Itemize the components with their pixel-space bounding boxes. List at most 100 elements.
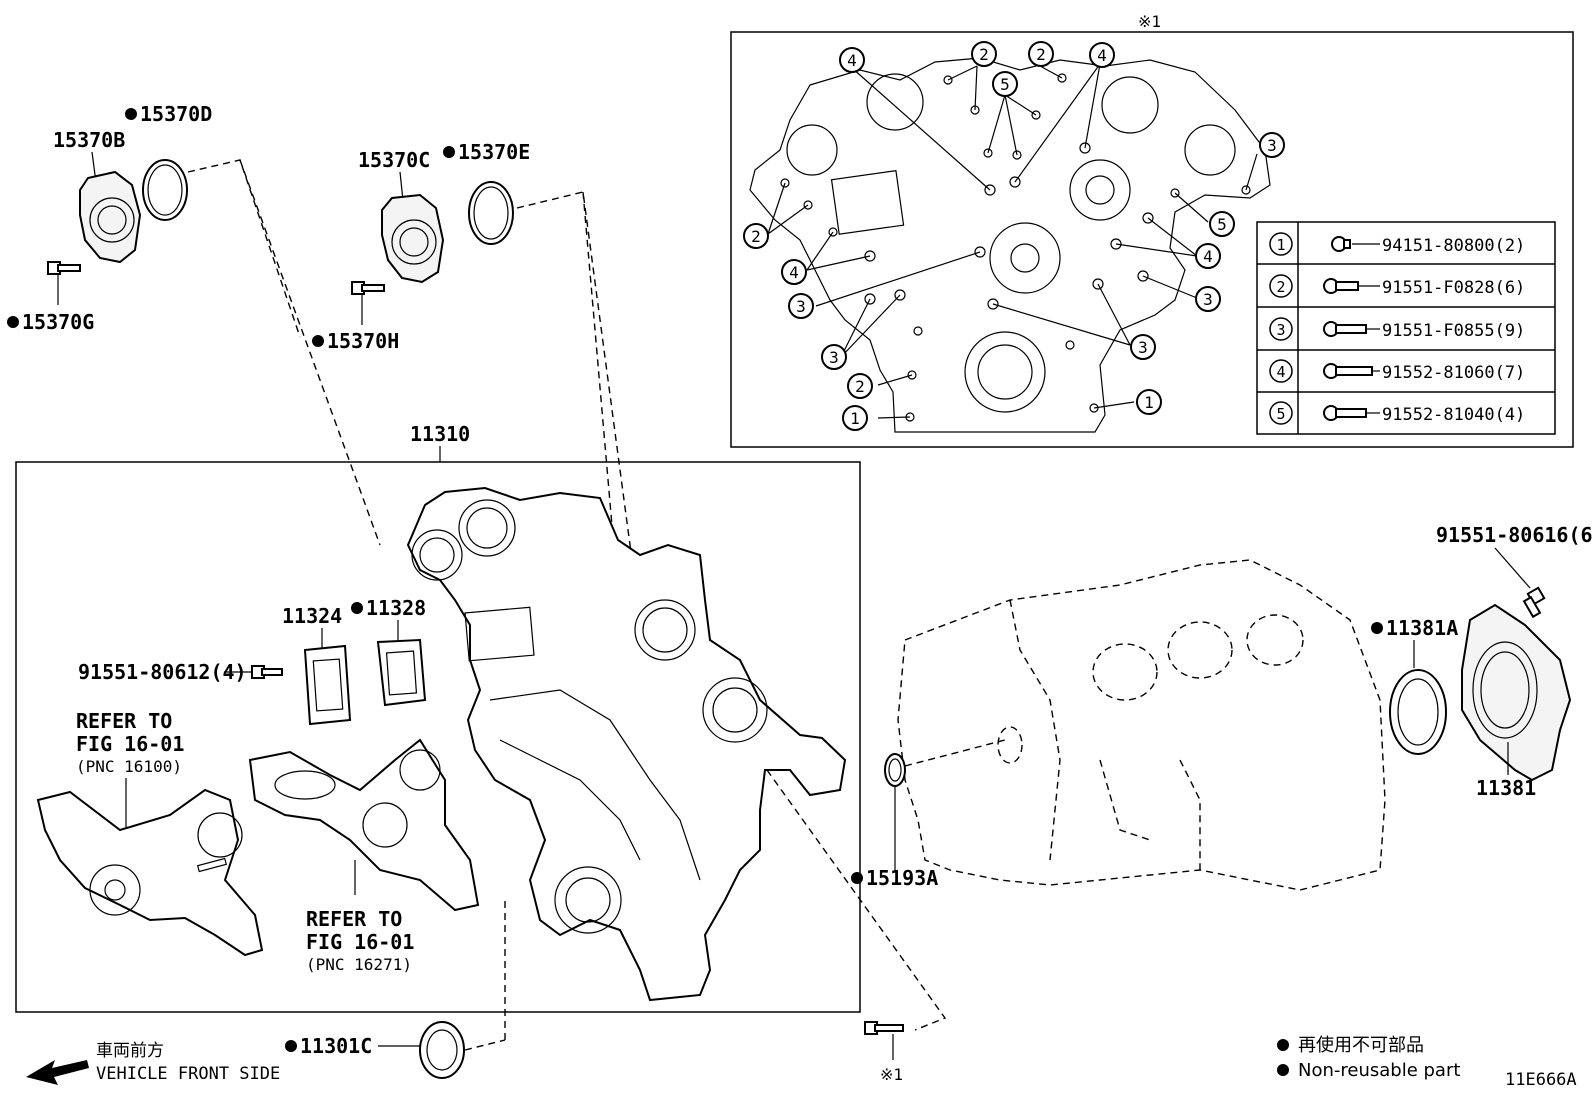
bolt-table-row: 3 91551-F0855(9) <box>1269 317 1525 341</box>
timing-cover-assembly-11310: 11310 11324 11328 91551-80612(4) <box>15 422 947 1040</box>
bolt-15370g <box>47 261 81 275</box>
label-15370g: 15370G <box>22 310 94 334</box>
legend: 再使用不可部品 Non-reusable part <box>1277 1035 1460 1081</box>
svg-text:4: 4 <box>789 263 799 282</box>
front-label-jp: 車両前方 <box>96 1041 164 1061</box>
svg-text:2: 2 <box>979 45 989 64</box>
refer-fig-text: FIG 16-01 <box>76 732 184 756</box>
bolt-91551-80612 <box>251 665 283 679</box>
legend-en: Non-reusable part <box>1298 1060 1460 1081</box>
callout-4: 4 <box>1089 42 1115 68</box>
o-ring-15370d <box>142 159 188 221</box>
bolt-ref-icon <box>864 1021 904 1035</box>
callout-3: 3 <box>788 293 814 319</box>
bolt-icon <box>1331 236 1351 252</box>
label-11381a: 11381A <box>1386 616 1458 640</box>
label-15370h: 15370H <box>327 329 399 353</box>
callout-1: 1 <box>1136 389 1162 415</box>
svg-text:3: 3 <box>796 297 806 316</box>
svg-text:5: 5 <box>1217 215 1227 234</box>
svg-text:91551-F0855(9): 91551-F0855(9) <box>1382 321 1525 341</box>
svg-text:3: 3 <box>1267 136 1277 155</box>
svg-text:4: 4 <box>1203 247 1213 266</box>
water-pump-ref <box>36 788 264 957</box>
bolt-table-row: 4 91552-81060(7) <box>1269 359 1525 383</box>
bolt-icon <box>1323 405 1367 421</box>
legend-jp: 再使用不可部品 <box>1298 1035 1424 1056</box>
label-15370b: 15370B <box>53 128 125 152</box>
callout-3: 3 <box>821 344 847 370</box>
svg-text:1: 1 <box>850 409 860 428</box>
gasket-11328 <box>376 638 427 707</box>
bolt-table: 1 94151-80800(2) 2 91551-F0828(6) 3 9155… <box>1256 221 1556 435</box>
water-pump-gasket-ref <box>248 738 480 912</box>
svg-text:3: 3 <box>829 348 839 367</box>
rear-oil-seal-retainer-group: 91551-80616(6) 11381A 11381 <box>1371 523 1592 800</box>
front-label-en: VEHICLE FRONT SIDE <box>96 1064 280 1084</box>
label-11328: 11328 <box>366 596 426 620</box>
o-ring-15370e <box>468 181 514 245</box>
rear-oil-seal-11381a <box>1389 669 1447 755</box>
refer-pnc-text: (PNC 16271) <box>306 955 412 974</box>
bolt-91551-80616 <box>1522 586 1546 619</box>
svg-text:3: 3 <box>1276 321 1285 339</box>
label-15370c: 15370C <box>358 148 430 172</box>
retainer-15370b <box>79 170 142 264</box>
callout-2: 2 <box>1028 41 1054 67</box>
bolt-icon <box>1323 363 1373 379</box>
svg-text:4: 4 <box>1097 46 1107 65</box>
label-91551-80616: 91551-80616(6) <box>1436 523 1592 547</box>
retainer-15370c <box>381 193 445 284</box>
svg-text:5: 5 <box>1000 75 1010 94</box>
vehicle-front-indicator: 車両前方 VEHICLE FRONT SIDE <box>26 1041 280 1085</box>
bolt-location-inset: ※1 <box>730 12 1574 448</box>
inset-callouts: 4 2 2 4 5 3 5 4 3 3 1 2 4 3 3 2 1 <box>743 41 1285 431</box>
callout-3: 3 <box>1195 286 1221 312</box>
figure-code: 11E666A <box>1505 1070 1577 1090</box>
callout-4: 4 <box>1195 243 1221 269</box>
refer-pnc-text: (PNC 16100) <box>76 757 182 776</box>
refer-fig-text: REFER TO <box>76 709 172 733</box>
callout-4: 4 <box>781 259 807 285</box>
seal-15193a-group: 15193A <box>851 753 938 890</box>
callout-3: 3 <box>1259 132 1285 158</box>
front-seal-11301c-group: 11301C <box>285 1021 506 1079</box>
gasket-11324 <box>303 644 352 726</box>
svg-text:2: 2 <box>855 377 865 396</box>
bolt-ref-group: ※1 <box>864 1021 904 1084</box>
callout-5: 5 <box>992 71 1018 97</box>
callout-3: 3 <box>1130 334 1156 360</box>
svg-text:1: 1 <box>1144 393 1154 412</box>
label-11324: 11324 <box>282 604 342 628</box>
label-15370d: 15370D <box>140 102 212 126</box>
svg-text:2: 2 <box>1276 278 1285 296</box>
bolt-ref-note: ※1 <box>880 1065 903 1084</box>
svg-text:91552-81040(4): 91552-81040(4) <box>1382 405 1525 425</box>
svg-text:5: 5 <box>1276 405 1285 423</box>
oil-seal-retainer-15370b-group: 15370D 15370B 15370G <box>7 102 381 546</box>
rear-retainer-11381 <box>1461 603 1572 782</box>
bolt-table-row: 5 91552-81040(4) <box>1269 401 1525 425</box>
refer-fig-text: FIG 16-01 <box>306 930 414 954</box>
callout-2: 2 <box>743 223 769 249</box>
inset-cover-outline <box>749 57 1271 433</box>
svg-text:91552-81060(7): 91552-81060(7) <box>1382 363 1525 383</box>
label-15370e: 15370E <box>458 140 530 164</box>
bolt-table-row: 2 91551-F0828(6) <box>1269 274 1525 298</box>
inset-note: ※1 <box>1138 12 1161 31</box>
callout-5: 5 <box>1209 211 1235 237</box>
svg-text:4: 4 <box>1276 363 1285 381</box>
arrow-left-icon <box>26 1060 89 1085</box>
callout-1: 1 <box>842 405 868 431</box>
bolt-15370h <box>351 281 385 295</box>
label-11301c: 11301C <box>300 1034 372 1058</box>
label-11310: 11310 <box>410 422 470 446</box>
callout-2: 2 <box>971 41 997 67</box>
svg-text:94151-80800(2): 94151-80800(2) <box>1382 236 1525 256</box>
oil-seal-retainer-15370c-group: 15370C 15370E 15370H <box>312 140 641 621</box>
svg-text:2: 2 <box>751 227 761 246</box>
engine-block-outline <box>897 559 1386 891</box>
label-15193a: 15193A <box>866 866 938 890</box>
bolt-table-row: 1 94151-80800(2) <box>1269 232 1525 256</box>
